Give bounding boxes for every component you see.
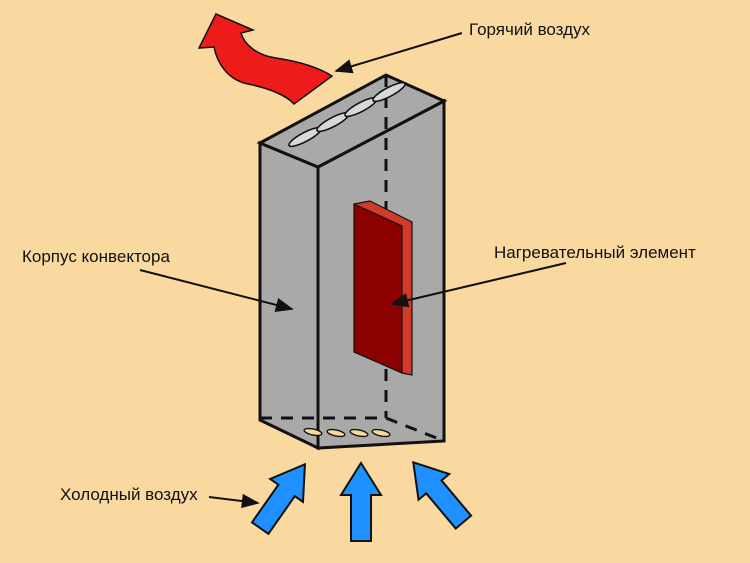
convector-housing bbox=[256, 73, 448, 451]
bottom-vent-slots bbox=[303, 427, 391, 438]
leader-housing bbox=[139, 269, 294, 312]
cold-air-arrow bbox=[412, 460, 473, 530]
heating-element bbox=[353, 200, 413, 376]
leader-hot-air bbox=[334, 32, 463, 74]
cold-air-arrow bbox=[250, 462, 307, 536]
housing-front-face bbox=[258, 140, 320, 451]
cold-air-arrows bbox=[250, 460, 473, 542]
label-housing: Корпус конвектора bbox=[22, 247, 170, 266]
top-vent-slot bbox=[372, 81, 406, 103]
leader-cold-air bbox=[208, 493, 260, 509]
bottom-vent-slot bbox=[371, 428, 391, 438]
top-vent-slots bbox=[288, 81, 406, 148]
bottom-vent-slot bbox=[326, 428, 346, 438]
label-cold-air: Холодный воздух bbox=[60, 485, 198, 504]
label-heating-element: Нагревательный элемент bbox=[494, 243, 696, 262]
leader-heating-element bbox=[390, 262, 567, 308]
bottom-vent-slot bbox=[349, 428, 369, 438]
label-hot-air: Горячий воздух bbox=[469, 20, 591, 39]
hidden-edge-bottom-side bbox=[385, 416, 445, 443]
housing-top-face bbox=[256, 73, 448, 169]
cold-air-arrow bbox=[339, 461, 383, 542]
heating-element-face bbox=[353, 203, 403, 374]
bottom-vent-slot bbox=[303, 427, 323, 437]
hot-air-arrow bbox=[197, 13, 334, 106]
